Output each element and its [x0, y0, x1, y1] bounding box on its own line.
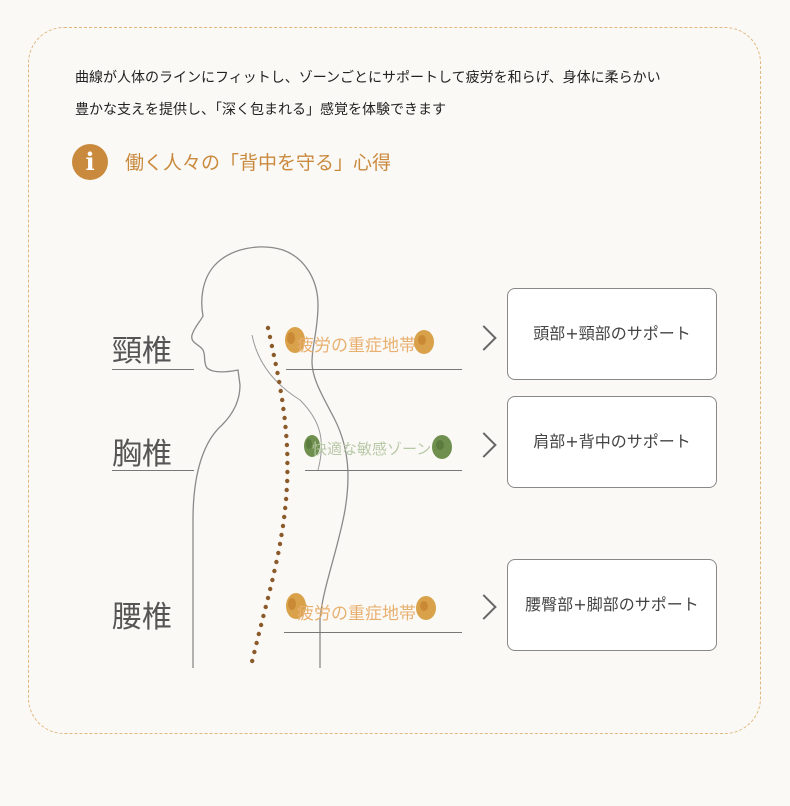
spine-dot: [280, 523, 286, 529]
label-lumbar: 腰椎: [112, 600, 172, 635]
info-icon: i: [72, 144, 108, 180]
zone-text-thoracic: 快適な敏感ゾーン: [312, 440, 432, 458]
spine-dot: [277, 541, 283, 547]
spine-dot: [285, 478, 290, 484]
spine-dot: [282, 514, 287, 520]
spine-dot: [281, 406, 286, 412]
spine-dot: [283, 424, 288, 430]
fatigue-pad-left-icon: [285, 327, 305, 353]
spine-dot: [261, 613, 266, 619]
fatigue-pad-lumbar-left-icon: [286, 593, 306, 619]
label-cervical: 頸椎: [112, 334, 172, 369]
spine-dot: [250, 658, 255, 664]
spine-dot: [263, 604, 268, 610]
underline-cervical: [112, 369, 194, 370]
back-curve-icon: [251, 334, 322, 471]
support-text-waist-legs: 腰臀部+脚部のサポート: [525, 595, 699, 614]
spine-dot: [278, 388, 283, 394]
intro-line-1: 曲線が人体のラインにフィットし、ゾーンごとにサポートして疲労を和らげ、身体に柔ら…: [75, 70, 661, 86]
zone-underline-lumbar: [284, 632, 462, 633]
spine-dot: [272, 568, 277, 574]
body-outline-icon: [191, 246, 349, 668]
zone-text-lumbar: 疲労の重症地帯: [297, 604, 416, 624]
fatigue-pad-right-icon: [414, 330, 434, 354]
zone-underline-thoracic: [305, 470, 462, 471]
spine-dot: [277, 379, 282, 385]
support-box-head-neck: 頭部+頸部のサポート: [507, 288, 717, 380]
support-text-shoulder-back: 肩部+背中のサポート: [533, 432, 691, 451]
intro-text: 曲線が人体のラインにフィットし、ゾーンごとにサポートして疲労を和らげ、身体に柔ら…: [75, 62, 775, 126]
label-thoracic: 胸椎: [112, 437, 172, 472]
spine-dot: [273, 361, 278, 367]
spine-dot: [279, 532, 284, 538]
content-card: [28, 27, 761, 734]
spine-dot: [280, 397, 285, 403]
spine-dot: [268, 586, 273, 592]
spine-dot: [283, 505, 288, 511]
figure-area: i 働く人々の「背中を守る」心得: [28, 0, 761, 806]
comfort-pad-right-icon: [432, 435, 452, 459]
support-box-shoulder-back: 肩部+背中のサポート: [507, 396, 717, 488]
support-text-head-neck: 頭部+頸部のサポート: [533, 324, 691, 343]
spine-dot: [285, 451, 290, 457]
fatigue-pad-lumbar-right-icon: [416, 596, 436, 620]
spine-dot: [285, 469, 290, 475]
spine-dot: [267, 334, 273, 340]
spine-dot: [270, 577, 275, 583]
spine-dot: [285, 460, 290, 466]
spine-dot: [269, 343, 275, 349]
spine-dot: [282, 415, 287, 421]
underline-thoracic: [112, 470, 194, 471]
spine-dot: [284, 487, 289, 493]
spine-dot: [284, 433, 289, 439]
intro-line-2: 豊かな支えを提供し、「深く包まれる」感覚を体験できます: [75, 102, 446, 118]
spine-dot: [284, 442, 290, 448]
support-box-waist-legs: 腰臀部+脚部のサポート: [507, 559, 717, 651]
spine-dot: [274, 559, 279, 565]
zone-underline-cervical: [286, 369, 462, 370]
spine-dot: [256, 631, 261, 637]
comfort-pad-left-icon: [304, 435, 320, 457]
spine-dot: [265, 595, 271, 601]
spine-dots: [250, 325, 290, 664]
spine-dot: [275, 370, 280, 376]
spine-dot: [265, 325, 271, 331]
spine-dot: [254, 640, 259, 646]
zone-text-cervical: 疲労の重症地帯: [297, 336, 416, 356]
spine-dot: [276, 550, 281, 556]
spine-dot: [258, 622, 264, 628]
spine-dot: [252, 649, 257, 655]
spine-dot: [283, 496, 289, 502]
section-heading: 働く人々の「背中を守る」心得: [125, 152, 392, 174]
spine-dot: [271, 352, 276, 358]
